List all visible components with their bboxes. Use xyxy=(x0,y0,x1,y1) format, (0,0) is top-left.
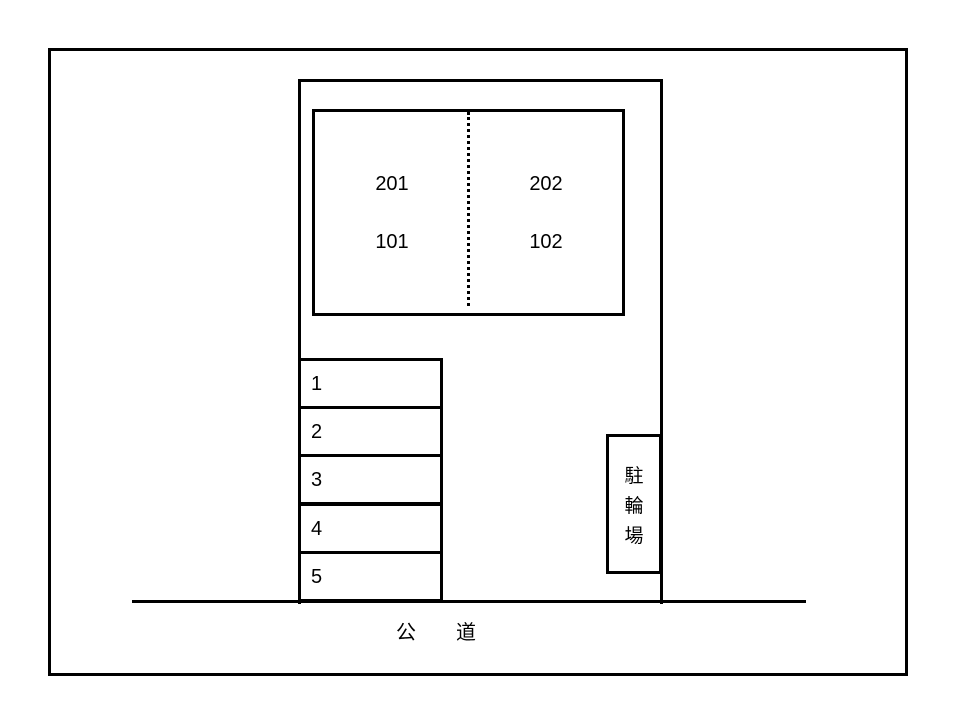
parking-space-number: 5 xyxy=(311,566,323,588)
parking-space-4: 4 xyxy=(298,503,443,554)
parking-space-1: 1 xyxy=(298,358,443,409)
parking-space-number: 2 xyxy=(311,421,323,443)
apartment-building xyxy=(312,109,625,316)
parking-space-5: 5 xyxy=(298,551,443,602)
parking-space-2: 2 xyxy=(298,406,443,457)
unit-label-101: 101 xyxy=(375,231,409,253)
bicycle-parking-area: 駐 輪 場 xyxy=(606,434,662,574)
parking-space-number: 4 xyxy=(311,518,323,540)
unit-label-202: 202 xyxy=(529,173,563,195)
public-road-label: 公 道 xyxy=(396,620,476,644)
property-lot xyxy=(298,79,663,604)
site-plan-frame xyxy=(48,48,908,676)
unit-divider xyxy=(467,112,470,306)
parking-space-3: 3 xyxy=(298,454,443,505)
public-road-line xyxy=(132,600,806,603)
bicycle-parking-label: 駐 輪 場 xyxy=(624,465,644,547)
parking-space-number: 3 xyxy=(311,469,323,491)
unit-label-102: 102 xyxy=(529,231,563,253)
parking-space-number: 1 xyxy=(311,373,323,395)
unit-label-201: 201 xyxy=(375,173,409,195)
